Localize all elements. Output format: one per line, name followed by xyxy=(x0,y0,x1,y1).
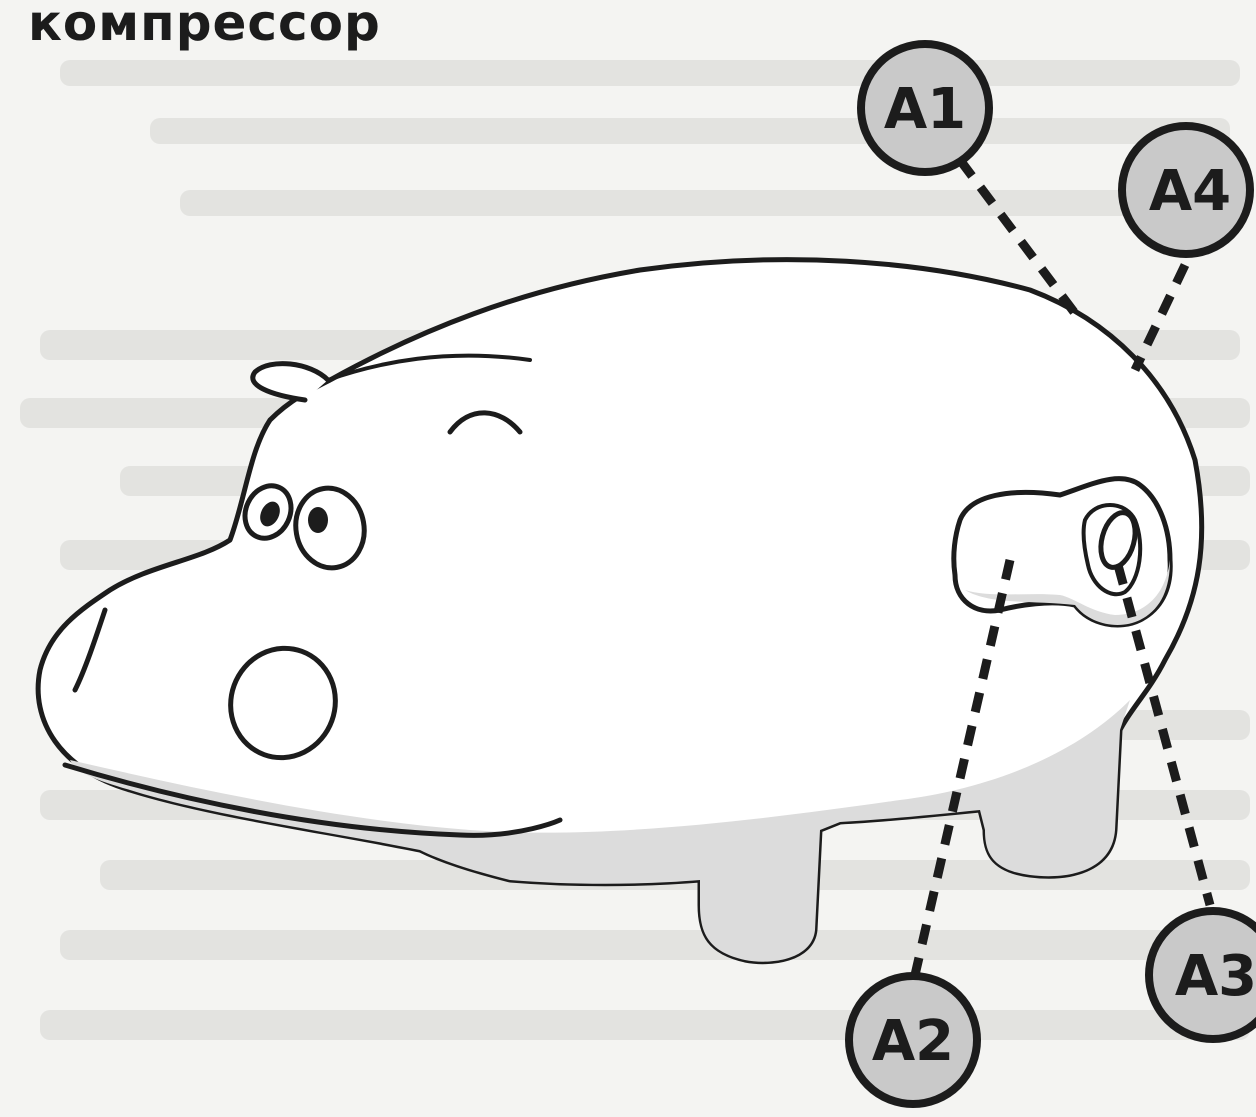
callout-a3-label: A3 xyxy=(1175,944,1256,1009)
callout-a1-label: A1 xyxy=(884,77,966,142)
callout-a4: A4 xyxy=(1122,126,1250,254)
right-pupil xyxy=(308,507,328,533)
callout-a4-label: A4 xyxy=(1149,159,1231,224)
leader-a4 xyxy=(1135,265,1185,370)
callout-a2-label: A2 xyxy=(872,1009,954,1074)
callout-a3: A3 xyxy=(1149,911,1256,1039)
callout-a2: A2 xyxy=(849,976,977,1104)
callout-a1: A1 xyxy=(861,44,989,172)
